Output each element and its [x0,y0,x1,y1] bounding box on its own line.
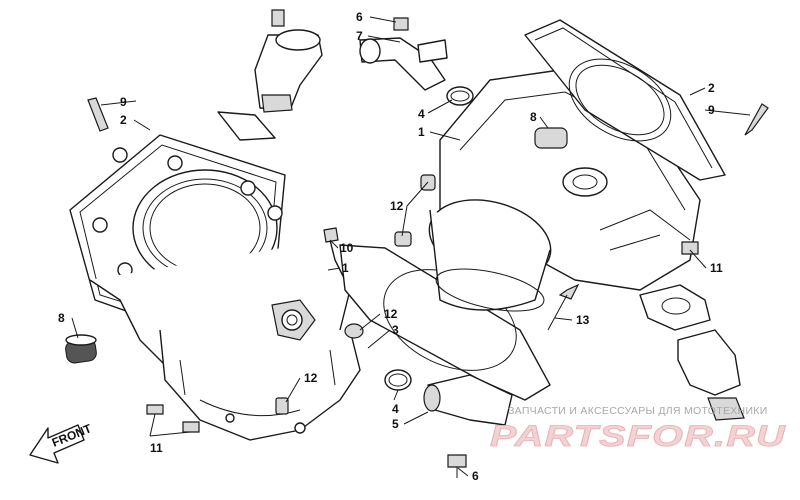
watermark-tagline: ЗАПЧАСТИ И АКСЕССУАРЫ ДЛЯ МОТОТЕХНИКИ [508,405,768,417]
watermark-logo: PARTSFOR.RU [490,420,786,453]
callout-7: 7 [356,29,363,43]
upper-water-fitting [359,17,474,106]
callout-10: 10 [340,241,354,255]
callout-2-left: 2 [120,113,127,127]
right-lower-tensioner [547,283,745,421]
left-small-parts [65,97,551,478]
callout-6-bottom: 6 [472,469,479,483]
callout-4-bottom: 4 [392,402,399,416]
callout-11-right: 11 [710,261,723,275]
callout-11-left: 11 [150,441,163,455]
front-direction-arrow: FRONT [29,421,94,464]
right-head-gasket [524,19,769,181]
callout-3: 3 [392,323,399,337]
callout-8-left: 8 [58,311,65,325]
leader-lines [71,16,751,477]
callouts: 6 7 4 1 8 2 9 9 2 10 1 12 11 8 12 3 12 4… [58,10,723,483]
callout-12-right: 12 [390,199,404,213]
callout-6-top: 6 [356,10,363,24]
callout-1-right: 1 [418,125,425,139]
callout-8-right: 8 [530,110,537,124]
callout-9-right: 9 [708,103,715,117]
callout-12-mid: 12 [384,307,398,321]
callout-5: 5 [392,417,399,431]
callout-4-top: 4 [418,107,425,121]
callout-12-left: 12 [304,371,318,385]
callout-1-left: 1 [342,261,349,275]
callout-9-left: 9 [120,95,127,109]
callout-13: 13 [576,313,590,327]
watermark: ЗАПЧАСТИ И АКСЕССУАРЫ ДЛЯ МОТОТЕХНИКИ PA… [490,405,786,453]
callout-2-right: 2 [708,81,715,95]
upper-left-tensioner [217,9,323,141]
left-cylinder-block [89,239,361,441]
